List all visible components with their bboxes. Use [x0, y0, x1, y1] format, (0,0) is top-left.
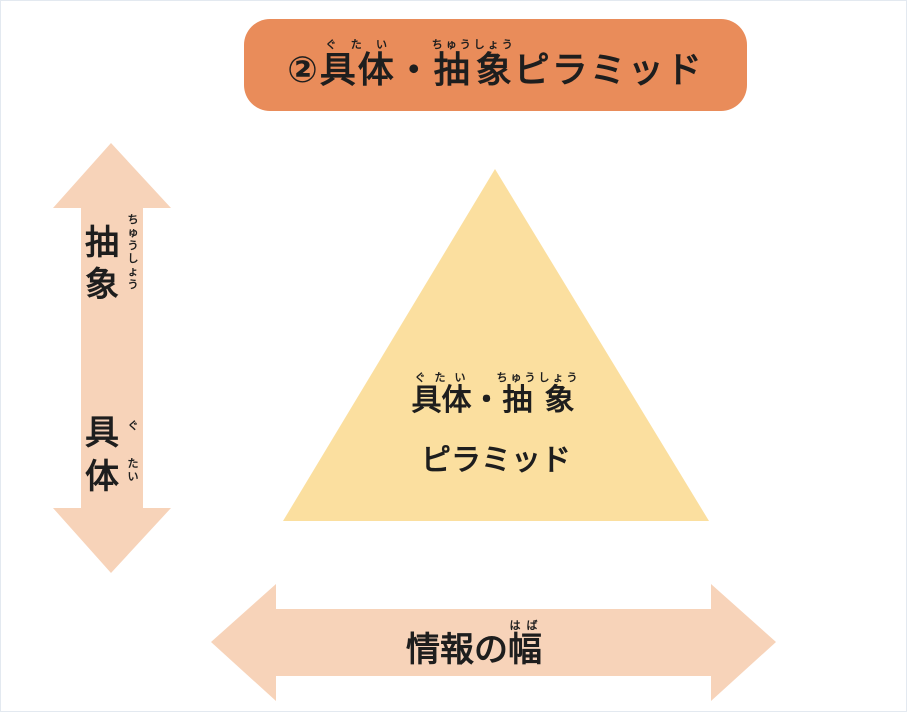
- label-concrete-ruby-1: ぐ: [127, 419, 139, 432]
- label-abstract-char-1: 抽: [85, 223, 119, 263]
- title-text: ②具体ぐたい・抽象ちゅうしょうピラミッド: [287, 37, 704, 91]
- label-concrete-ruby-2: たい: [127, 457, 139, 483]
- label-abstract-ruby: ちゅうしょう: [127, 213, 139, 291]
- label-abstract-char-2: 象: [85, 265, 119, 305]
- horizontal-double-arrow: [211, 584, 776, 701]
- label-concrete-char-1: 具: [85, 413, 119, 453]
- pyramid-label: 具体ぐたい・抽象ちゅうしょう ピラミッド: [411, 371, 581, 478]
- vertical-double-arrow: [53, 143, 171, 573]
- title-banner: ②具体ぐたい・抽象ちゅうしょうピラミッド: [244, 19, 747, 111]
- label-info-breadth: 情報の幅はば: [406, 619, 542, 670]
- pyramid-triangle: [283, 169, 709, 521]
- label-concrete-char-2: 体: [85, 457, 119, 497]
